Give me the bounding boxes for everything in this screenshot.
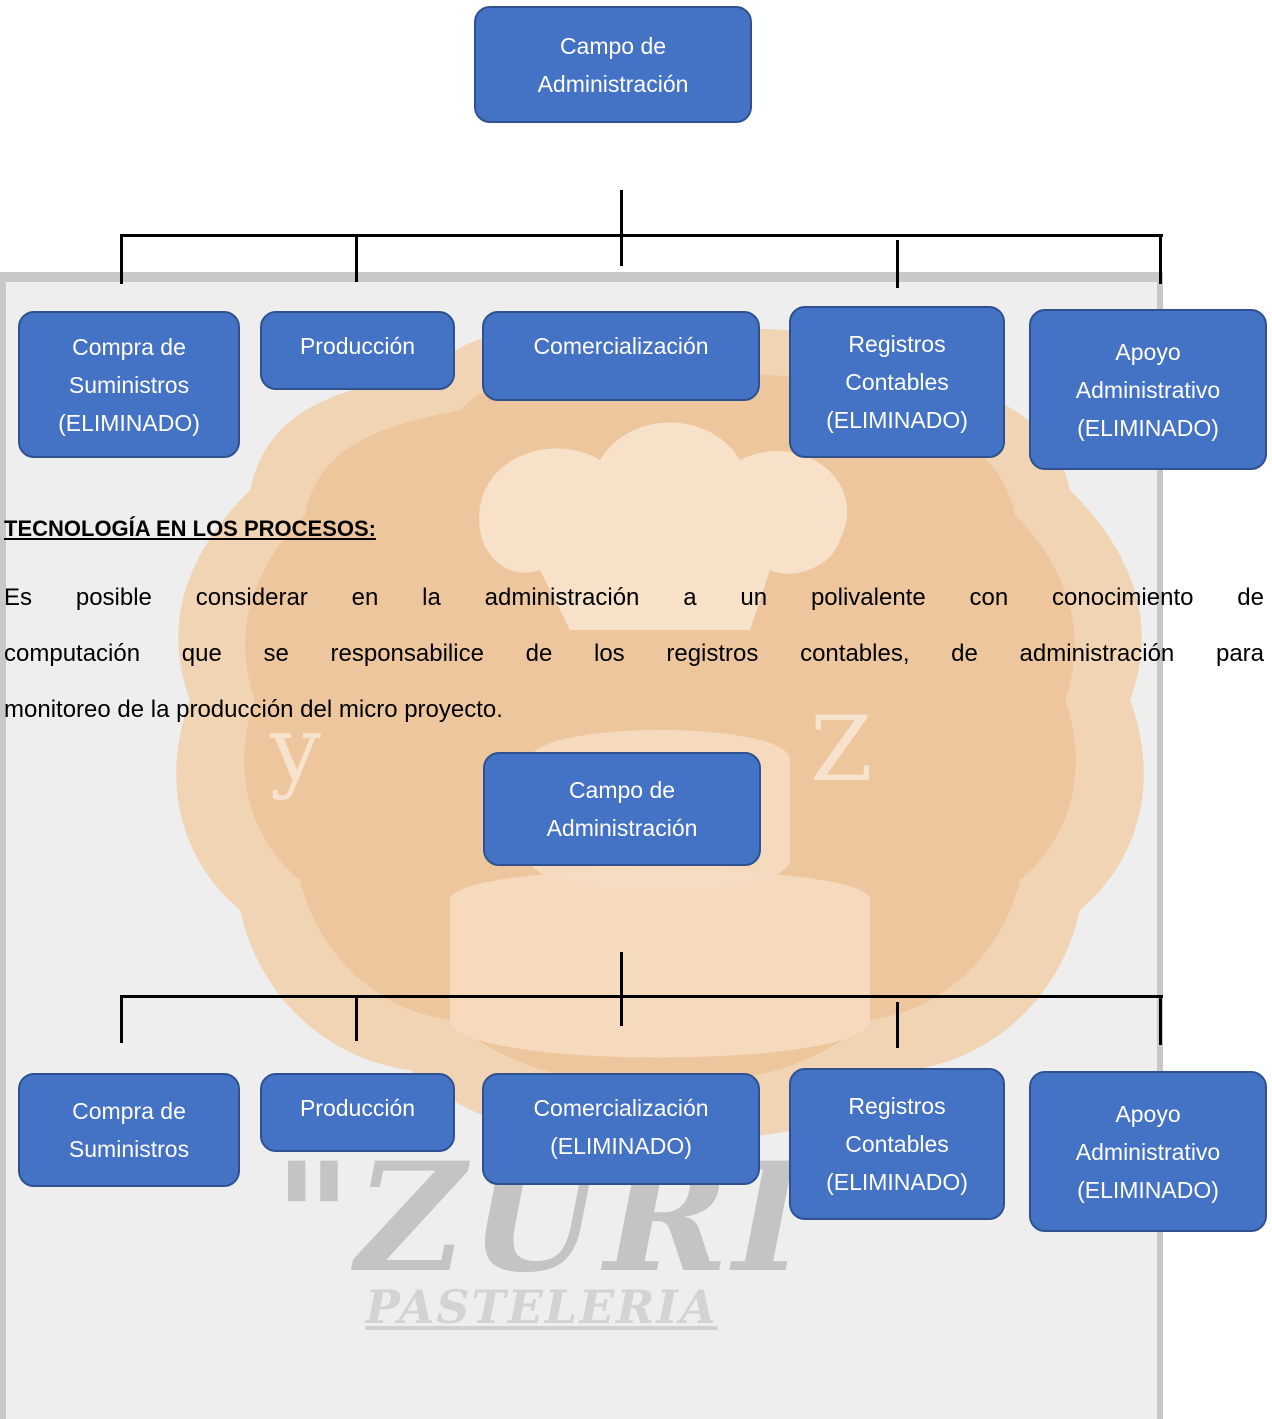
diagram1-root-node: Campo de Administración	[474, 6, 752, 123]
diagram1-branch-connector	[1159, 234, 1162, 284]
section-heading: TECNOLOGÍA EN LOS PROCESOS:	[4, 516, 376, 541]
paragraph-line: monitoreo de la producción del micro pro…	[4, 696, 503, 723]
cake-bottom	[450, 870, 870, 1058]
paragraph-line: computación que se responsabilice de los…	[4, 640, 1264, 667]
seal-letter-left: y	[269, 697, 321, 802]
diagram2-child-label: Comercialización (ELIMINADO)	[533, 1095, 709, 1159]
diagram2-child-node: Apoyo Administrativo (ELIMINADO)	[1029, 1071, 1267, 1232]
diagram1-branch-connector	[355, 234, 358, 282]
diagram1-child-label: Comercialización	[533, 333, 709, 359]
diagram1-child-label: Compra de Suministros (ELIMINADO)	[58, 333, 200, 436]
diagram1-horizontal-connector	[120, 234, 1163, 237]
section-paragraph: Es posible considerar en la administraci…	[4, 570, 1264, 738]
paragraph-line: Es posible considerar en la administraci…	[4, 584, 1264, 611]
diagram2-child-node: Comercialización (ELIMINADO)	[482, 1073, 760, 1185]
diagram1-child-label: Registros Contables (ELIMINADO)	[826, 331, 968, 433]
diagram1-branch-connector	[896, 240, 899, 288]
diagram2-child-label: Apoyo Administrativo (ELIMINADO)	[1075, 1100, 1221, 1203]
diagram1-child-node: Apoyo Administrativo (ELIMINADO)	[1029, 309, 1267, 470]
diagram1-child-label: Producción	[299, 333, 416, 359]
diagram1-root-label: Campo de Administración	[537, 32, 689, 97]
diagram2-child-label: Compra de Suministros	[68, 1098, 190, 1162]
diagram2-root-node: Campo de Administración	[483, 752, 761, 866]
chef-hat	[479, 422, 848, 630]
diagram1-child-node: Producción	[260, 311, 455, 390]
diagram1-child-node: Registros Contables (ELIMINADO)	[789, 306, 1005, 458]
diagram2-branch-connector	[120, 995, 123, 1043]
diagram1-trunk-connector	[620, 190, 623, 266]
diagram2-branch-connector	[896, 1002, 899, 1048]
diagram2-child-node: Registros Contables (ELIMINADO)	[789, 1068, 1005, 1220]
seal-letter-right: Z	[810, 697, 873, 802]
diagram1-child-label: Apoyo Administrativo (ELIMINADO)	[1075, 338, 1221, 441]
diagram2-child-label: Producción	[299, 1095, 416, 1121]
diagram2-horizontal-connector	[120, 995, 1163, 998]
diagram2-trunk-connector	[620, 952, 623, 1026]
diagram1-branch-connector	[120, 234, 123, 284]
diagram2-root-label: Campo de Administración	[546, 777, 698, 841]
diagram1-child-node: Compra de Suministros (ELIMINADO)	[18, 311, 240, 458]
diagram1-child-node: Comercialización	[482, 311, 760, 401]
diagram2-branch-connector	[1159, 995, 1162, 1045]
watermark-subtitle: PASTELERIA	[365, 1280, 718, 1334]
diagram2-branch-connector	[355, 995, 358, 1041]
diagram2-child-node: Compra de Suministros	[18, 1073, 240, 1187]
diagram2-child-label: Registros Contables (ELIMINADO)	[826, 1093, 968, 1195]
diagram2-child-node: Producción	[260, 1073, 455, 1152]
